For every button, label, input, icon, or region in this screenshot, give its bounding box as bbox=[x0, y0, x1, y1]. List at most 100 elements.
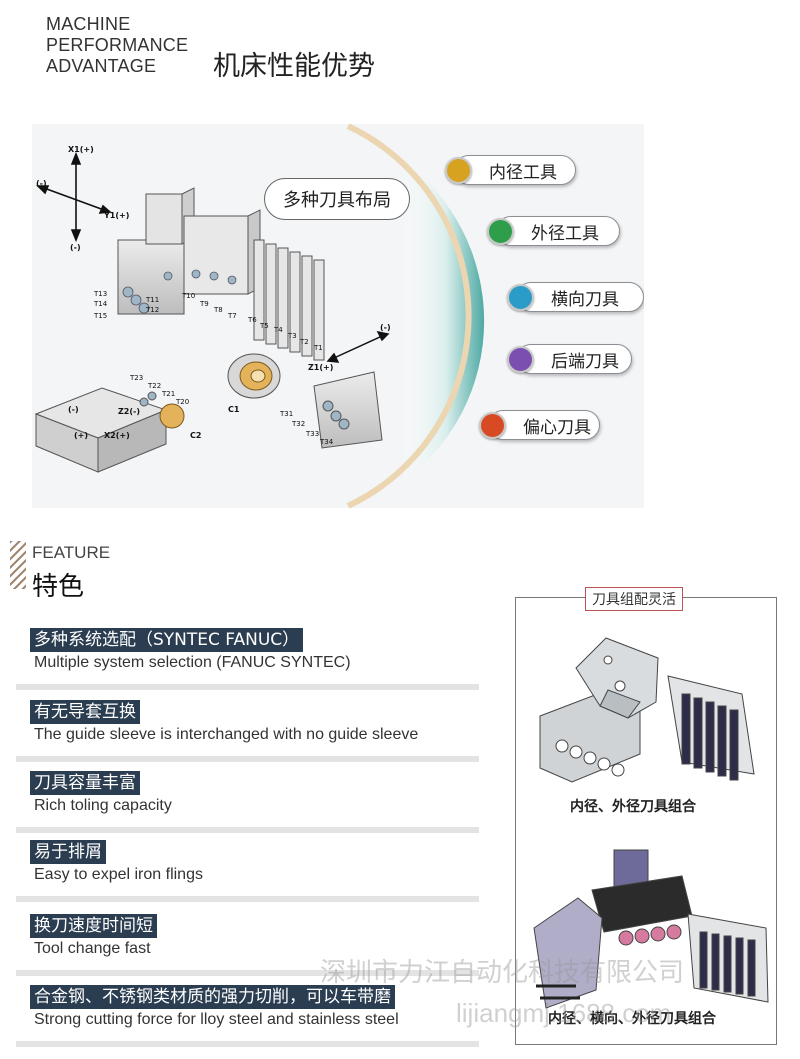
label-x2: X2(+) bbox=[104, 431, 130, 440]
label-t3: T3 bbox=[287, 332, 297, 340]
tool-pill-label: 后端刀具 bbox=[551, 351, 619, 372]
tool-dot-icon bbox=[507, 284, 534, 311]
combined-tool-set bbox=[533, 849, 769, 1009]
header-chinese-title: 机床性能优势 bbox=[213, 51, 375, 82]
feature-divider bbox=[16, 970, 479, 976]
feature-item: 刀具容量丰富 Rich toling capacity bbox=[16, 771, 479, 833]
label-y1: Y1(+) bbox=[103, 211, 129, 220]
sub-spindle-base bbox=[34, 387, 185, 473]
tool-pill-label: 外径工具 bbox=[531, 223, 599, 244]
diagram-axis-labels: X1(+) (-) Y1(+) (-) (-) Z1(+) Z2(-) (-) … bbox=[36, 145, 391, 440]
z1-axis-arrow bbox=[326, 330, 390, 363]
label-t5: T5 bbox=[259, 322, 269, 330]
label-t8: T8 bbox=[213, 306, 223, 314]
inner-outer-tool-set bbox=[539, 637, 755, 783]
machine-tool-layout-diagram: X1(+) (-) Y1(+) (-) (-) Z1(+) Z2(-) (-) … bbox=[32, 124, 644, 508]
feature-cn-label: 换刀速度时间短 bbox=[30, 914, 157, 938]
header-english-title: MACHINE PERFORMANCE ADVANTAGE bbox=[46, 14, 188, 77]
label-t10: T10 bbox=[181, 292, 195, 300]
multi-tool-layout-label: 多种刀具布局 bbox=[264, 178, 410, 220]
machine-illustration: X1(+) (-) Y1(+) (-) (-) Z1(+) Z2(-) (-) … bbox=[34, 124, 485, 508]
label-c2: C2 bbox=[190, 431, 201, 440]
label-neg-z1: (-) bbox=[380, 323, 391, 332]
label-t7: T7 bbox=[227, 312, 237, 320]
label-t15: T15 bbox=[93, 312, 107, 320]
tool-combination-title: 刀具组配灵活 bbox=[585, 587, 683, 611]
label-t11: T11 bbox=[145, 296, 159, 304]
feature-item: 多种系统选配（SYNTEC FANUC） Multiple system sel… bbox=[16, 628, 479, 690]
feature-en-label: Easy to expel iron flings bbox=[34, 866, 203, 883]
label-x1: X1(+) bbox=[68, 145, 94, 154]
feature-divider bbox=[16, 827, 479, 833]
label-t14: T14 bbox=[93, 300, 108, 308]
tool-dot-icon bbox=[487, 218, 514, 245]
label-t2: T2 bbox=[299, 338, 309, 346]
feature-cn-label: 有无导套互换 bbox=[30, 700, 140, 724]
label-t31: T31 bbox=[279, 410, 293, 418]
label-neg-left: (-) bbox=[36, 179, 47, 188]
feature-cn-label: 刀具容量丰富 bbox=[30, 771, 140, 795]
feature-divider bbox=[16, 896, 479, 902]
tool-number-labels: T1 T2 T3 T4 T5 T6 T7 T8 T9 T10 T11 T12 T… bbox=[93, 290, 334, 446]
label-t9: T9 bbox=[199, 300, 209, 308]
caption-inner-outer: 内径、外径刀具组合 bbox=[570, 799, 696, 815]
feature-stripes-decoration bbox=[10, 541, 26, 589]
label-t6: T6 bbox=[247, 316, 257, 324]
main-tool-post bbox=[117, 187, 261, 315]
header-en-line-1: MACHINE bbox=[46, 14, 131, 34]
tool-pill-inner-diameter: 内径工具 bbox=[445, 155, 576, 185]
feature-cn-label: 易于排屑 bbox=[30, 840, 106, 864]
tool-dot-icon bbox=[507, 346, 534, 373]
label-t1: T1 bbox=[313, 344, 323, 352]
header-en-line-3: ADVANTAGE bbox=[46, 56, 157, 76]
label-t12: T12 bbox=[145, 306, 159, 314]
label-t22: T22 bbox=[147, 382, 161, 390]
caption-combined: 内径、横向、外径刀具组合 bbox=[548, 1011, 716, 1027]
tool-combination-panel: 内径、外径刀具组合 内径、横向、外径刀具组合 bbox=[515, 597, 777, 1045]
label-t34: T34 bbox=[319, 438, 334, 446]
feature-item: 易于排屑 Easy to expel iron flings bbox=[16, 840, 479, 902]
feature-divider bbox=[16, 756, 479, 762]
rear-tool-block bbox=[313, 371, 383, 449]
label-t20: T20 bbox=[175, 398, 189, 406]
feature-english-heading: FEATURE bbox=[32, 543, 111, 562]
beige-arc bbox=[346, 124, 472, 508]
tool-dot-icon bbox=[479, 412, 506, 439]
label-t4: T4 bbox=[273, 326, 283, 334]
feature-divider bbox=[16, 684, 479, 690]
feature-en-label: Tool change fast bbox=[34, 940, 151, 957]
label-neg-sub: (-) bbox=[68, 405, 79, 414]
xy-axis-arrows bbox=[36, 151, 112, 243]
label-t32: T32 bbox=[291, 420, 305, 428]
feature-chinese-heading: 特色 bbox=[32, 572, 85, 602]
tool-pill-rear: 后端刀具 bbox=[507, 344, 632, 374]
feature-en-label: Rich toling capacity bbox=[34, 797, 172, 814]
tool-pill-cross: 横向刀具 bbox=[507, 282, 644, 312]
spindle-c1 bbox=[227, 353, 281, 399]
tool-gang bbox=[253, 239, 325, 361]
feature-item: 有无导套互换 The guide sleeve is interchanged … bbox=[16, 700, 479, 762]
feature-en-label: Multiple system selection (FANUC SYNTEC) bbox=[34, 654, 351, 671]
label-z1: Z1(+) bbox=[308, 363, 333, 372]
label-t21: T21 bbox=[161, 390, 175, 398]
label-z2: Z2(-) bbox=[118, 407, 140, 416]
label-pos: (+) bbox=[74, 431, 88, 440]
tool-tips-main bbox=[122, 269, 237, 314]
feature-item: 合金钢、不锈钢类材质的强力切削，可以车带磨 Strong cutting for… bbox=[16, 985, 479, 1047]
feature-en-label: The guide sleeve is interchanged with no… bbox=[34, 726, 419, 743]
label-t23: T23 bbox=[129, 374, 143, 382]
tool-pill-eccentric: 偏心刀具 bbox=[479, 410, 600, 440]
feature-cn-label: 多种系统选配（SYNTEC FANUC） bbox=[30, 628, 304, 652]
feature-divider bbox=[16, 1041, 479, 1047]
tool-pill-label: 横向刀具 bbox=[551, 289, 619, 310]
label-t13: T13 bbox=[93, 290, 107, 298]
tool-pill-outer-diameter: 外径工具 bbox=[487, 216, 620, 246]
label-c1: C1 bbox=[228, 405, 240, 414]
feature-item: 换刀速度时间短 Tool change fast bbox=[16, 914, 479, 976]
feature-en-label: Strong cutting force for lloy steel and … bbox=[34, 1011, 399, 1028]
tool-pill-label: 内径工具 bbox=[489, 162, 557, 183]
tool-pill-label: 偏心刀具 bbox=[523, 417, 591, 438]
label-neg-bottom: (-) bbox=[70, 243, 81, 252]
header-en-line-2: PERFORMANCE bbox=[46, 35, 189, 55]
tool-dot-icon bbox=[445, 157, 472, 184]
